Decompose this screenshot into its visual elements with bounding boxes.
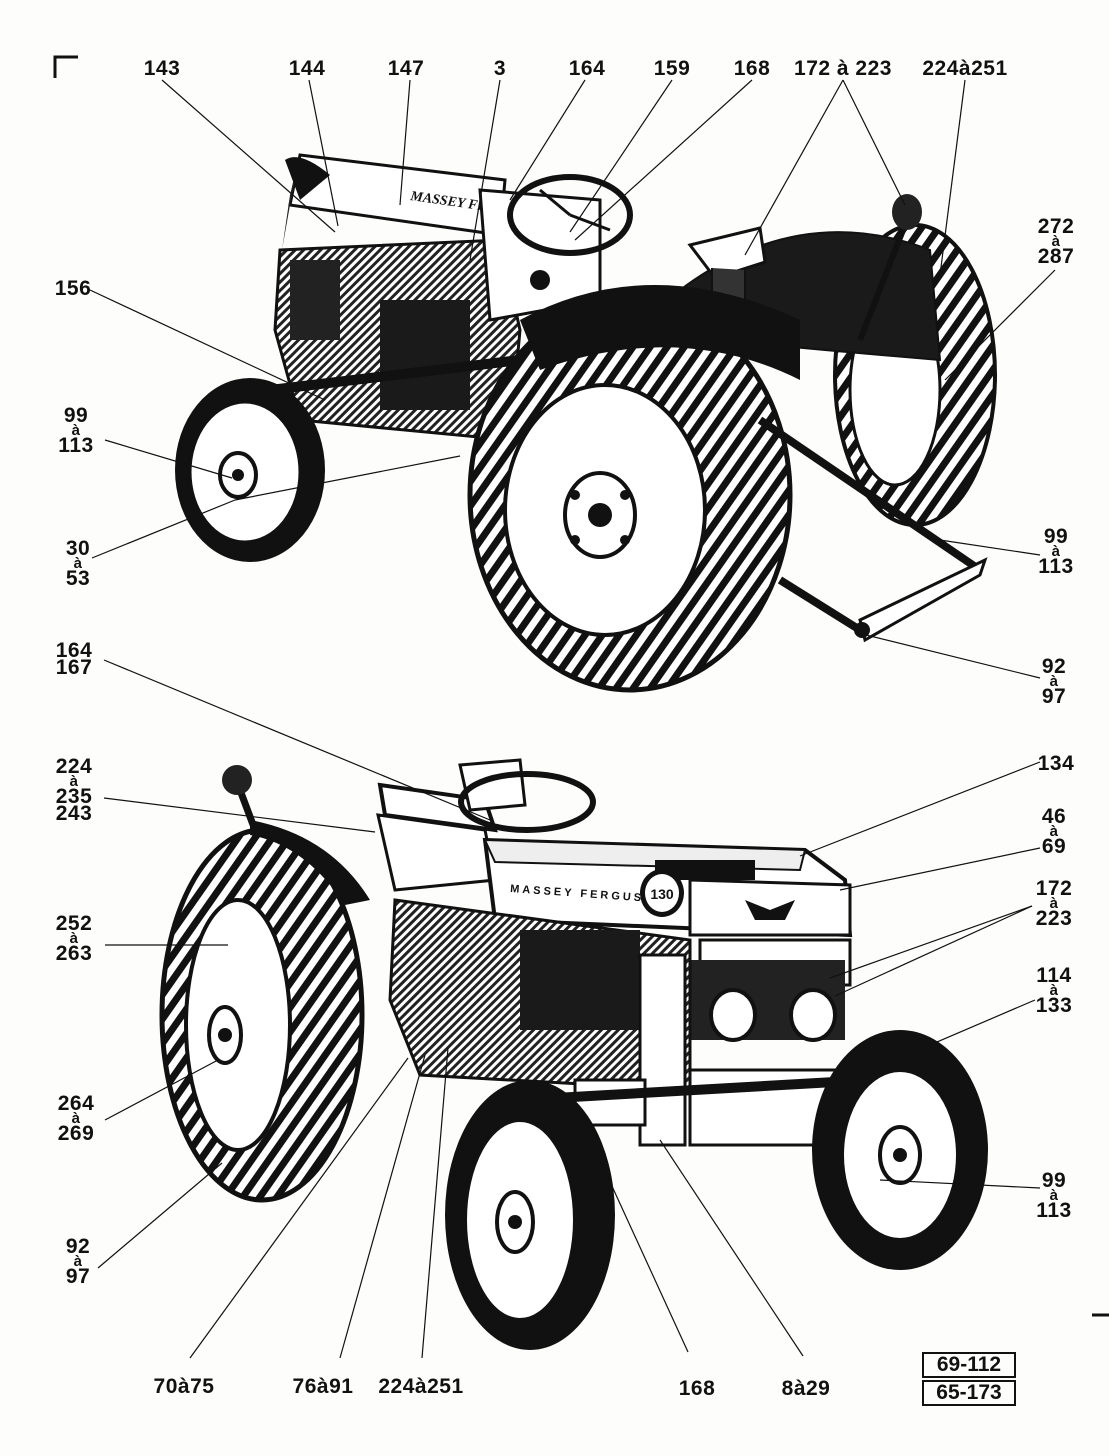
seat-top (687, 226, 767, 280)
callout-156: 156 (54, 277, 92, 300)
ref-code-box-2: 65-173 (922, 1380, 1016, 1406)
steering-wheel-top (507, 174, 633, 256)
callout-70-75: 70à75 (153, 1375, 215, 1398)
callout-164: 164 (568, 57, 606, 80)
ref-code-box-1: 69-112 (922, 1352, 1016, 1378)
leader-lines-top (89, 79, 1056, 679)
callout-3: 3 (493, 57, 507, 80)
corner-mark (53, 55, 78, 78)
callout-144: 144 (288, 57, 326, 80)
callout-168: 168 (733, 57, 771, 80)
top-tractor: MASSEY FERGUSON (175, 153, 997, 693)
callout-147: 147 (387, 57, 425, 80)
drawbar-top (858, 557, 988, 643)
callout-168-bottom: 168 (678, 1377, 716, 1400)
callout-224-251-bottom: 224à251 (378, 1375, 464, 1398)
callout-143: 143 (143, 57, 181, 80)
callout-172-223: 172 à 223 (794, 57, 892, 80)
callout-224-251: 224à251 (922, 57, 1008, 80)
callout-134: 134 (1037, 752, 1075, 775)
front-support (638, 953, 687, 1147)
fender-top (520, 285, 800, 380)
callout-159: 159 (653, 57, 691, 80)
hood-top (288, 153, 507, 237)
lever-knob-bottom (222, 765, 252, 795)
callout-8-29: 8à29 (781, 1377, 831, 1400)
leader-lines-bottom (97, 659, 1041, 1359)
seat-bottom (377, 782, 498, 833)
bottom-tractor: MASSEY FERGUSON 130 (159, 758, 988, 1350)
hood-badge: 130 (650, 886, 674, 902)
headlight-left (709, 988, 757, 1042)
callout-76-91: 76à91 (292, 1375, 354, 1398)
steering-wheel-bottom (458, 771, 596, 833)
headlight-right (789, 988, 837, 1042)
brand-logo (745, 900, 795, 920)
lever-knob-top (892, 194, 922, 230)
front-grille (688, 878, 852, 937)
